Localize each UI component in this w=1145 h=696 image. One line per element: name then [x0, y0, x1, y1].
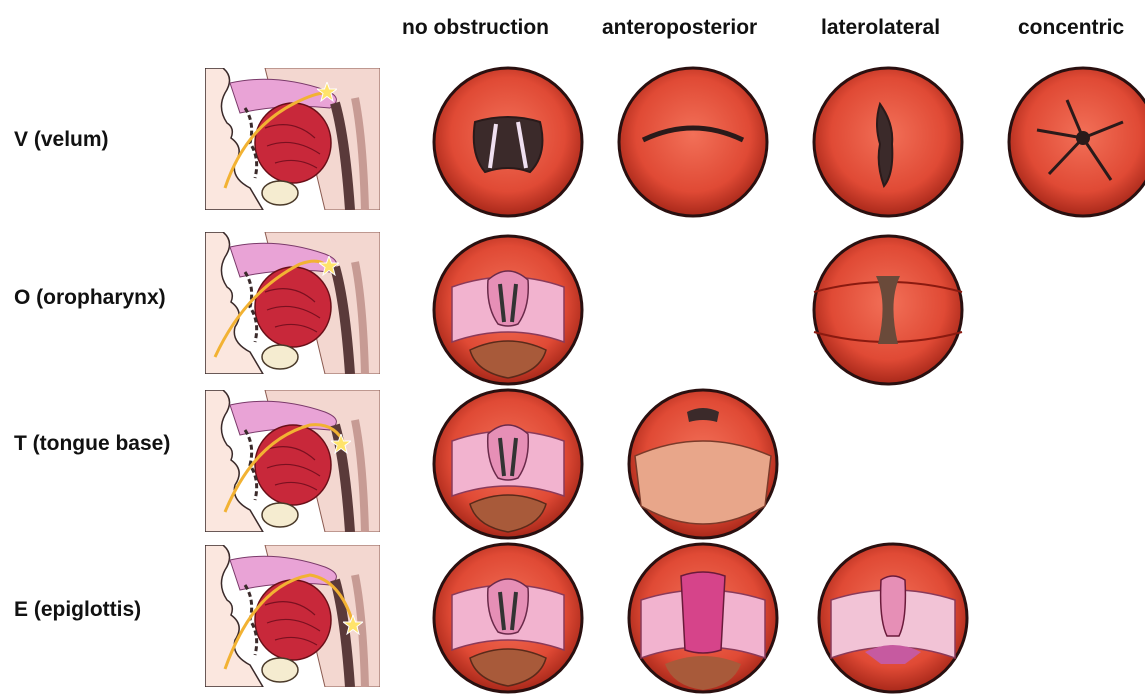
endoscopic-view-tongue-base-no-obstruction [430, 386, 586, 542]
sagittal-head-tongue-base [205, 390, 380, 532]
endoscopic-view-velum-concentric [1005, 64, 1145, 220]
endoscopic-view-velum-no-obstruction [430, 64, 586, 220]
sagittal-head-epiglottis [205, 545, 380, 687]
row-label-tongue-base: T (tongue base) [14, 432, 170, 456]
row-label-oropharynx: O (oropharynx) [14, 286, 166, 310]
column-header-concentric: concentric [1018, 16, 1124, 40]
sagittal-head-velum [205, 68, 380, 210]
endoscopic-view-velum-laterolateral [810, 64, 966, 220]
endoscopic-view-oropharynx-no-obstruction [430, 232, 586, 388]
endoscopic-view-tongue-base-anteroposterior [625, 386, 781, 542]
column-header-anteroposterior: anteroposterior [602, 16, 757, 40]
endoscopic-view-oropharynx-laterolateral [810, 232, 966, 388]
endoscopic-view-velum-anteroposterior [615, 64, 771, 220]
endoscopic-view-epiglottis-laterolateral [815, 540, 971, 696]
endoscopic-view-epiglottis-no-obstruction [430, 540, 586, 696]
row-label-epiglottis: E (epiglottis) [14, 598, 141, 622]
endoscopic-view-epiglottis-anteroposterior [625, 540, 781, 696]
sagittal-head-oropharynx [205, 232, 380, 374]
column-header-no-obstruction: no obstruction [402, 16, 549, 40]
column-header-laterolateral: laterolateral [821, 16, 940, 40]
row-label-velum: V (velum) [14, 128, 109, 152]
